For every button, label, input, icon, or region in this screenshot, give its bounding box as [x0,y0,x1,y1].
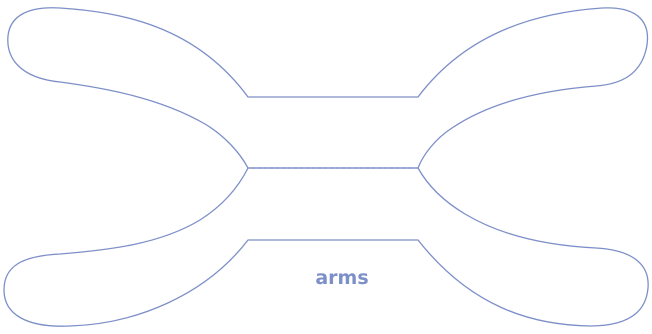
part-label: arms [315,267,368,289]
bottom-arms-outline [4,168,648,326]
top-arms-outline [8,8,648,168]
